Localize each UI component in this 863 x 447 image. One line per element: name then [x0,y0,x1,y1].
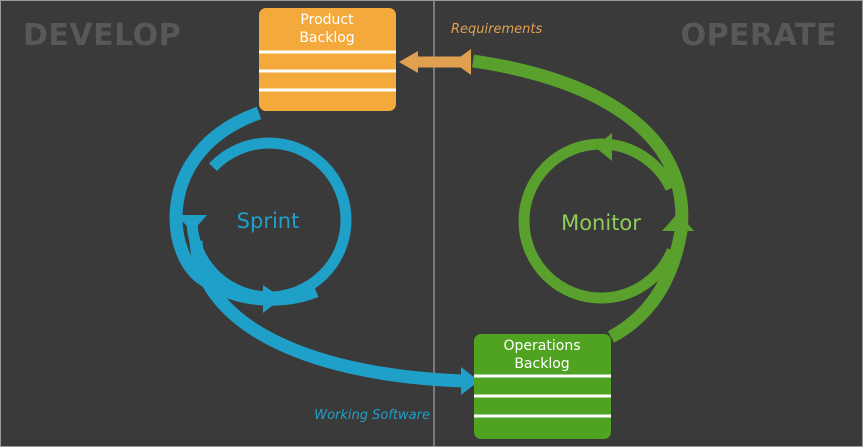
monitor-arrowhead-top [595,133,612,161]
product-backlog: Product Backlog [259,8,396,111]
requirements-arrowhead-near [399,51,418,73]
operations-backlog-title-line2: Backlog [514,356,569,372]
operations-backlog-box [474,334,611,439]
product-backlog-box [259,8,396,111]
requirements-arrowhead-far [453,49,471,75]
sprint-label: Sprint [237,209,300,233]
working-software-label: Working Software [314,408,430,423]
operations-backlog: Operations Backlog [474,334,611,439]
product-backlog-title-line1: Product [300,12,354,28]
sprint-loop [169,106,479,395]
requirements-label: Requirements [451,22,542,37]
sprint-to-ops-arc [189,240,464,388]
product-backlog-title-line2: Backlog [299,30,354,46]
working-software-arrowhead [461,367,479,395]
monitor-loop [472,54,694,343]
monitor-arrowhead-right [662,213,694,231]
requirements-arrow [399,49,471,75]
sprint-arrowhead-bottom [263,285,282,313]
sprint-arrowhead-left [177,215,207,232]
develop-label: DEVELOP [23,18,181,53]
operate-label: OPERATE [681,18,837,53]
monitor-label: Monitor [561,211,641,235]
operations-backlog-title-line1: Operations [504,338,581,354]
monitor-outer-arc [472,54,689,343]
